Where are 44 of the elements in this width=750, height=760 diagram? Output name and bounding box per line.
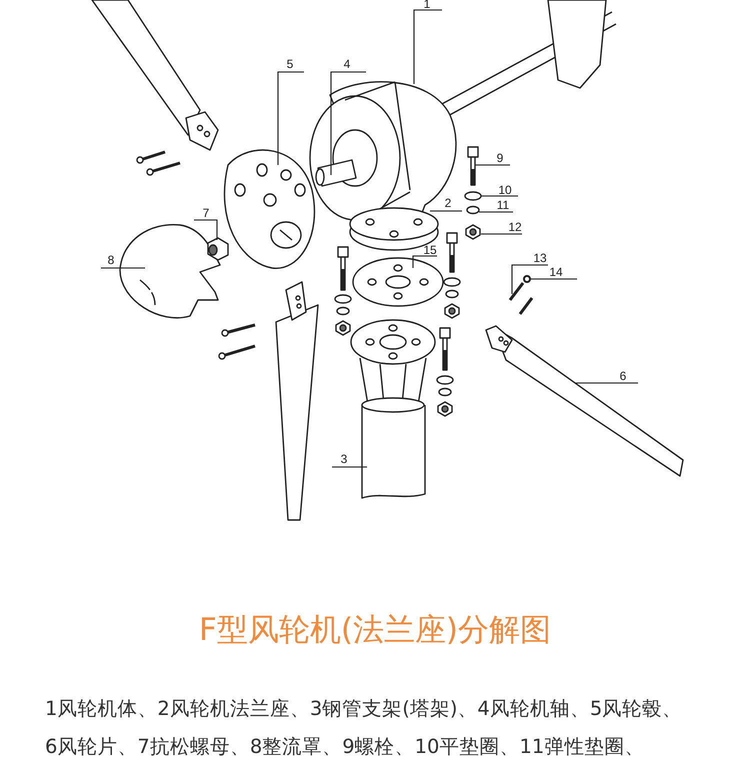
leader-line xyxy=(412,255,437,268)
leader-line xyxy=(475,164,510,166)
caption: 1风轮机体、2风轮机法兰座、3钢管支架(塔架)、4风轮机轴、5风轮毂、6风轮片、7抗松螺母、8整流罩、9螺栓、10平垫圈、11弹性垫圈、 xyxy=(45,696,684,760)
blade-drawing xyxy=(485,325,684,477)
callout-number: 4 xyxy=(344,58,350,70)
leader-line xyxy=(479,211,513,213)
nose-cone-drawing xyxy=(119,224,221,318)
callout-number: 11 xyxy=(496,199,510,211)
leader-line xyxy=(194,219,218,240)
leader-line xyxy=(330,71,366,175)
nut-drawing xyxy=(465,224,481,240)
tower-pipe-drawing xyxy=(350,319,436,499)
nut-drawing xyxy=(207,237,229,261)
callout-number: 7 xyxy=(202,207,210,219)
leader-line xyxy=(511,264,548,294)
callout-number: 12 xyxy=(508,221,522,233)
callout-number: 13 xyxy=(533,252,547,264)
leader-line xyxy=(575,382,638,384)
hub-drawing xyxy=(224,149,316,269)
washer xyxy=(464,191,482,201)
leader-line xyxy=(277,71,304,165)
leader-line xyxy=(481,195,518,197)
callout-number: 6 xyxy=(620,370,626,382)
nut-drawing xyxy=(523,275,531,283)
shaft-drawing xyxy=(315,159,357,187)
callout-number: 15 xyxy=(423,244,437,256)
title: F型风轮机(法兰座)分解图 xyxy=(198,611,552,650)
callout-number: 9 xyxy=(496,152,504,164)
leader-line xyxy=(530,278,577,280)
leader-line xyxy=(413,9,442,84)
callout-number: 8 xyxy=(108,254,114,266)
bolt-drawing xyxy=(508,282,524,301)
flange-plate-drawing xyxy=(352,257,444,307)
callout-number: 3 xyxy=(340,453,348,465)
callout-number: 5 xyxy=(286,58,294,70)
leader-line xyxy=(332,466,367,468)
bolt-drawing xyxy=(467,146,479,186)
callout-number: 10 xyxy=(498,184,512,196)
callout-number: 1 xyxy=(424,0,430,10)
callout-number: 2 xyxy=(444,197,452,209)
leader-line xyxy=(481,233,522,235)
spring-washer xyxy=(466,206,480,214)
leader-line xyxy=(101,267,145,269)
callout-number: 14 xyxy=(549,266,563,278)
